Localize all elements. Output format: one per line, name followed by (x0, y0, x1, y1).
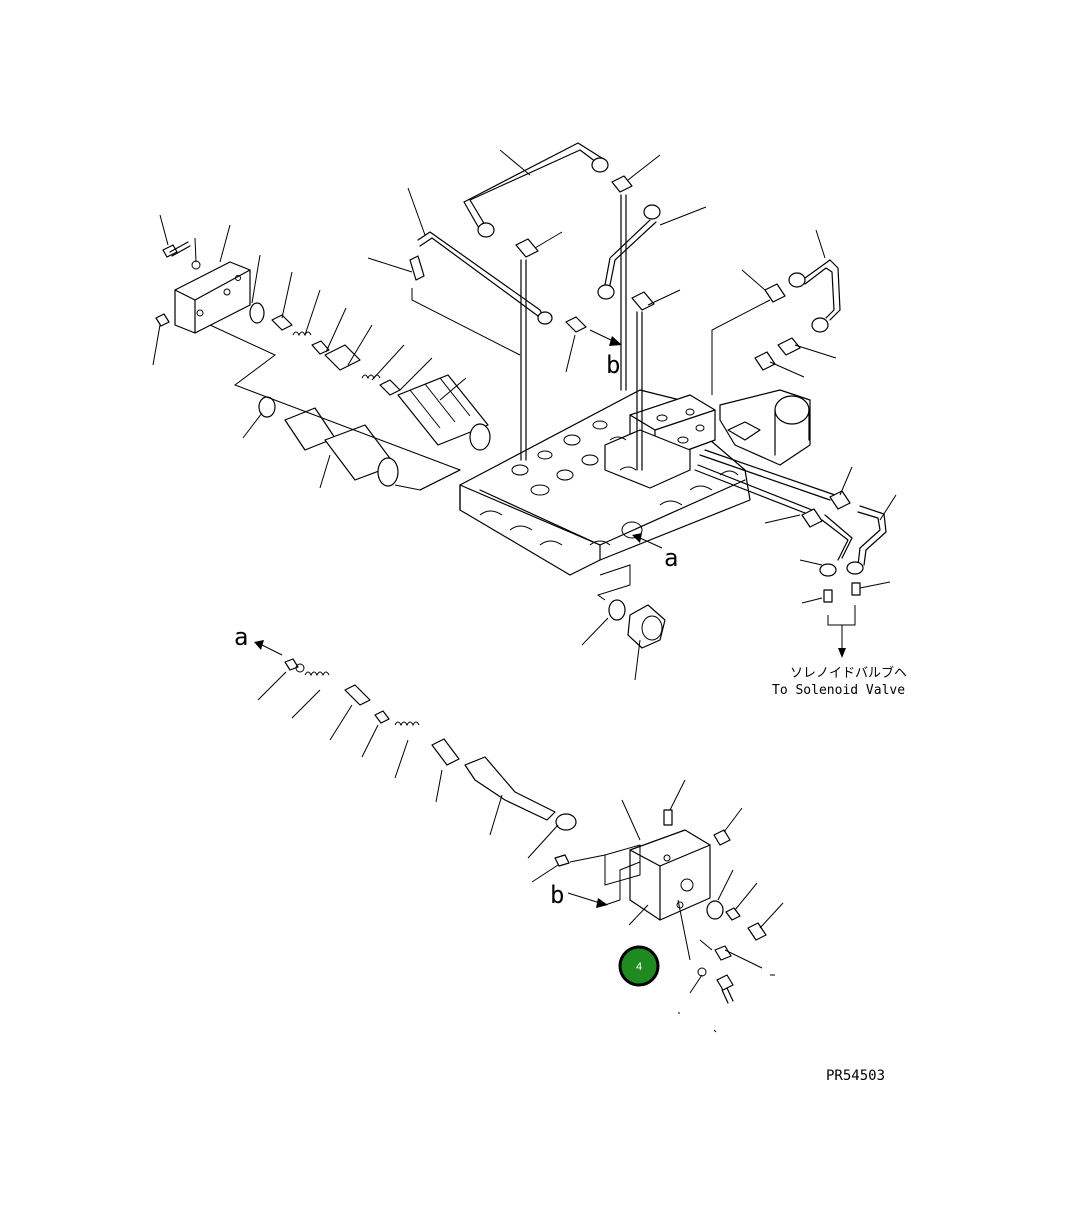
leader-lines (152, 149, 897, 1033)
arrow-label-a-body: a (664, 544, 678, 572)
arrow-a-body (632, 533, 663, 549)
solenoid-note-en: To Solenoid Valve (772, 683, 905, 698)
lower-plug (596, 564, 666, 649)
callout-number: 4 (636, 961, 642, 973)
callout-marker[interactable]: 4 (618, 945, 660, 987)
lower-valve-block (554, 809, 767, 1004)
arrow-b-lower (567, 892, 608, 908)
solenoid-note-jp: ソレノイドバルブヘ (790, 665, 907, 681)
arrow-b-top (589, 329, 622, 346)
spool-assembly (284, 658, 577, 831)
top-piping (409, 142, 661, 471)
arrow-label-b-lower: b (550, 881, 564, 909)
arrow-a-spool (254, 640, 283, 656)
left-valve-assembly (155, 241, 491, 491)
arrow-label-a-spool: a (234, 623, 248, 651)
main-valve-body (459, 389, 811, 576)
arrow-label-b-top: b (606, 351, 620, 379)
right-piping (694, 259, 887, 658)
drawing-code: PR54503 (826, 1068, 885, 1084)
callout-circle (618, 945, 660, 987)
